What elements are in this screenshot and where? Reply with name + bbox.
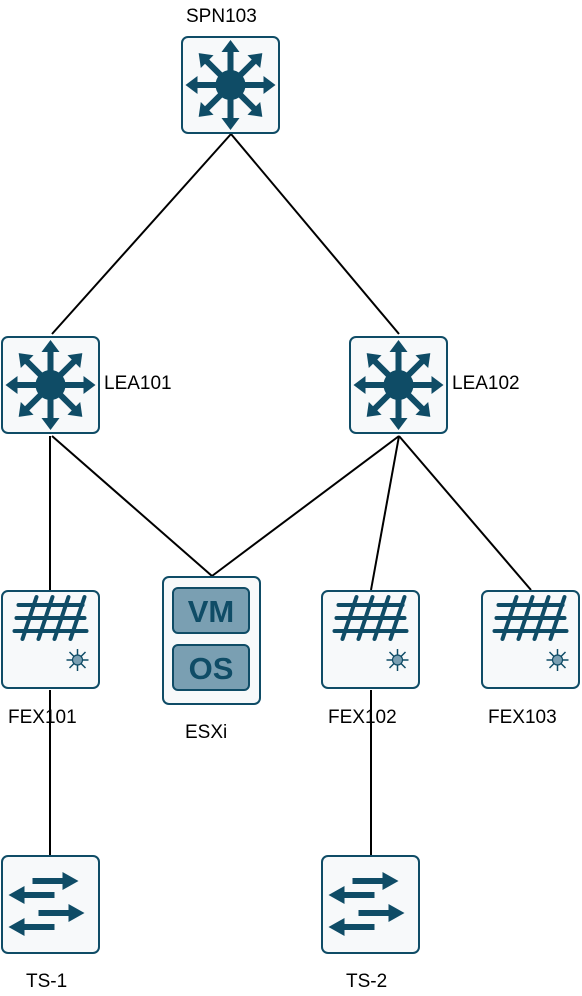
leaf-switch-icon <box>354 340 444 430</box>
label-ts1: TS-1 <box>26 971 68 992</box>
link-spn103-lea101 <box>51 133 232 335</box>
label-lea101: LEA101 <box>104 373 172 394</box>
connection-links <box>49 133 532 855</box>
link-lea102-fex102 <box>370 435 400 591</box>
label-lea102: LEA102 <box>452 373 520 394</box>
label-fex103: FEX103 <box>488 707 557 728</box>
node-fex102[interactable] <box>321 590 420 689</box>
node-fex101[interactable] <box>1 590 100 689</box>
node-ts2[interactable] <box>321 855 420 954</box>
label-spn103: SPN103 <box>186 6 257 27</box>
node-ts1[interactable] <box>1 855 100 954</box>
link-lea102-esxi <box>211 435 400 577</box>
label-ts2: TS-2 <box>346 971 388 992</box>
label-fex102: FEX102 <box>328 707 397 728</box>
label-esxi: ESXi <box>185 722 228 743</box>
link-spn103-lea102 <box>230 133 400 335</box>
leaf-switch-icon <box>6 340 96 430</box>
node-lea101[interactable] <box>1 336 100 434</box>
node-fex103[interactable] <box>481 590 580 689</box>
node-esxi[interactable]: VM OS <box>162 576 261 705</box>
link-lea102-fex103 <box>398 435 532 591</box>
spine-switch-icon <box>186 40 276 130</box>
label-fex101: FEX101 <box>8 707 77 728</box>
node-spn103[interactable] <box>181 36 280 134</box>
hypervisor-icon: VM OS <box>172 587 250 691</box>
link-lea101-esxi <box>51 435 213 577</box>
vm-label: VM <box>188 594 235 629</box>
node-lea102[interactable] <box>349 336 448 434</box>
os-label: OS <box>189 651 234 686</box>
